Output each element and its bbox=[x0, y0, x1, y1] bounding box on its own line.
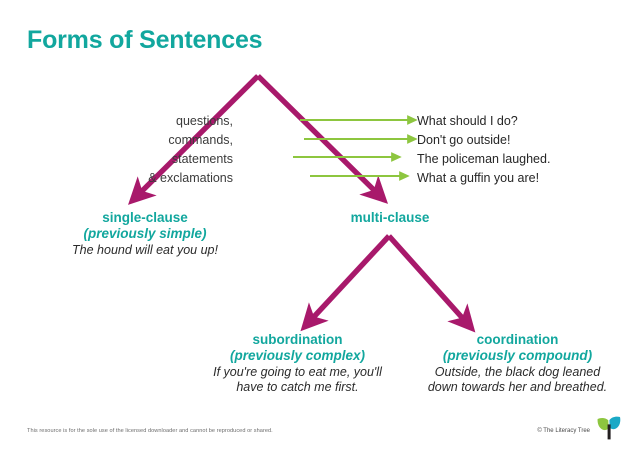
licence-note: This resource is for the sole use of the… bbox=[27, 428, 273, 434]
branch-example: Outside, the black dog leaned down towar… bbox=[395, 365, 636, 395]
branch-example: If you're going to eat me, you'll have t… bbox=[175, 365, 420, 395]
arrow-example-group bbox=[293, 115, 418, 181]
branch-example-line: have to catch me first. bbox=[236, 380, 359, 394]
sentence-type-label: & exclamations bbox=[148, 171, 233, 185]
branch-subheading: (previously complex) bbox=[229, 347, 366, 363]
table-row: & exclamations What a guffin you are! bbox=[0, 169, 636, 188]
table-row: questions, What should I do? bbox=[0, 112, 636, 131]
literacy-tree-logo-icon bbox=[597, 416, 621, 440]
branch-subheading: (previously compound) bbox=[442, 347, 593, 363]
arrow-top-branch bbox=[128, 74, 389, 205]
branch-heading: multi-clause bbox=[350, 210, 430, 225]
branch-example-line: down towards her and breathed. bbox=[427, 380, 608, 394]
branch-node-single-clause: single-clause (previously simple) The ho… bbox=[20, 210, 270, 258]
branch-node-multi-clause: multi-clause bbox=[305, 210, 475, 226]
sentence-type-label: questions, bbox=[176, 114, 233, 128]
branch-heading: subordination bbox=[252, 332, 343, 347]
branch-example-line: If you're going to eat me, you'll bbox=[213, 365, 382, 379]
branch-node-coordination: coordination (previously compound) Outsi… bbox=[395, 332, 636, 395]
branch-heading: single-clause bbox=[102, 210, 188, 225]
sentence-type-example: What a guffin you are! bbox=[417, 171, 540, 185]
branch-example-line: Outside, the black dog leaned bbox=[434, 365, 601, 379]
branch-subheading: (previously simple) bbox=[83, 225, 207, 241]
branch-example: The hound will eat you up! bbox=[20, 243, 270, 258]
arrow-bottom-branch bbox=[300, 234, 476, 333]
sentence-type-label: commands, bbox=[168, 133, 233, 147]
branch-example-line: The hound will eat you up! bbox=[72, 243, 218, 257]
branch-heading: coordination bbox=[476, 332, 559, 347]
page-title: Forms of Sentences bbox=[27, 26, 263, 54]
branch-node-subordination: subordination (previously complex) If yo… bbox=[175, 332, 420, 395]
sentence-type-example: The policeman laughed. bbox=[417, 152, 551, 166]
sentence-type-example: What should I do? bbox=[417, 114, 518, 128]
sentence-type-label: statements bbox=[171, 152, 233, 166]
table-row: statements The policeman laughed. bbox=[0, 150, 636, 169]
copyright-credit: © The Literacy Tree bbox=[537, 428, 590, 434]
sentence-type-example: Don't go outside! bbox=[417, 133, 511, 147]
table-row: commands, Don't go outside! bbox=[0, 131, 636, 150]
sentence-type-rows: questions, What should I do? commands, D… bbox=[0, 112, 636, 188]
